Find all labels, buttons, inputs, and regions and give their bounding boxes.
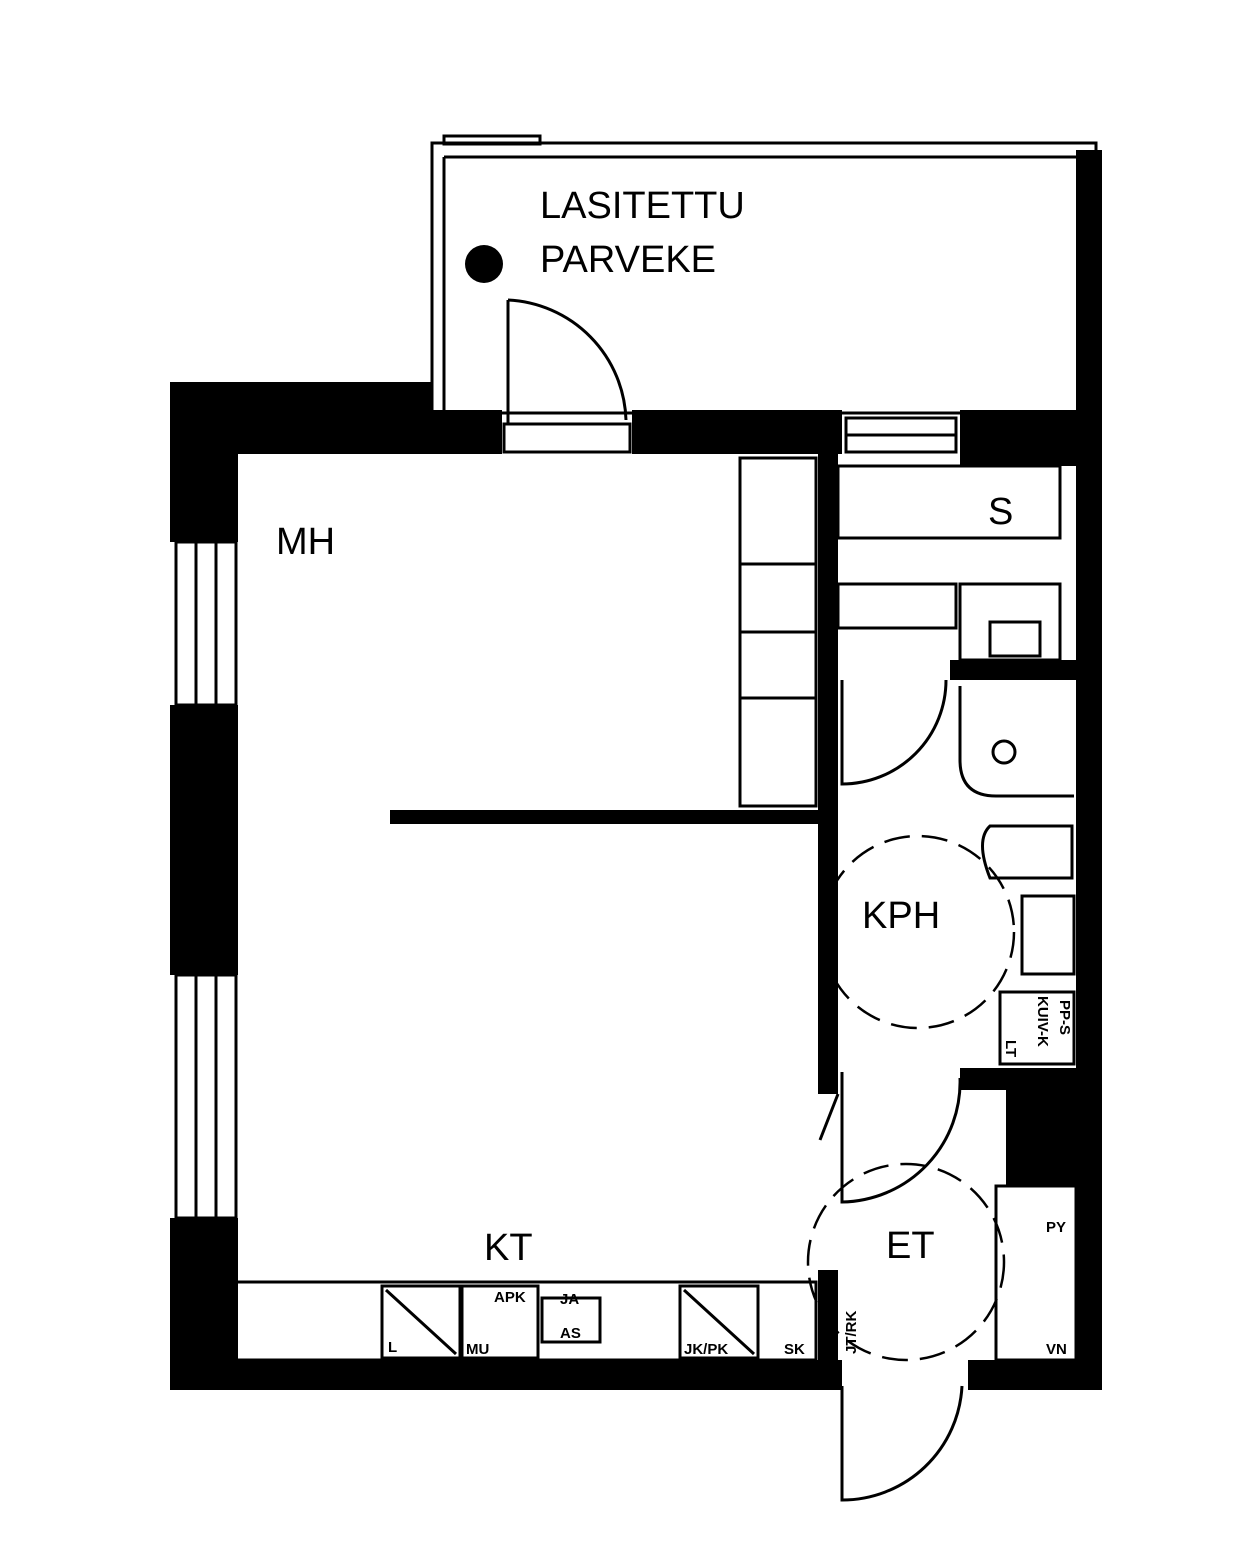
storage-label: S	[988, 491, 1013, 533]
bathroom-side-label: PP-S	[1056, 1000, 1073, 1035]
bathroom-label: KPH	[862, 895, 940, 937]
entry-label: ET	[886, 1225, 935, 1267]
dishwasher-label: APK	[494, 1289, 526, 1306]
balcony-label-line1: LASITETTU	[540, 185, 745, 227]
entry-py-label: PY	[1046, 1219, 1066, 1236]
cabinet-label: SK	[784, 1341, 805, 1358]
oven-label: MU	[466, 1341, 489, 1358]
kitchen-counter	[234, 1280, 818, 1362]
bathroom-closet-label: KUIV-K	[1034, 996, 1051, 1047]
column-dot	[465, 245, 503, 283]
balcony	[430, 134, 1102, 415]
bathroom-fixtures	[820, 686, 1076, 1066]
bedroom-label: MH	[276, 521, 335, 563]
kitchen-living-label: KT	[484, 1227, 533, 1269]
balcony-label-line2: PARVEKE	[540, 239, 716, 281]
entry-closet-label: JT/RK	[843, 1310, 860, 1354]
sink-label: AS	[560, 1325, 581, 1342]
fridge-label: L	[388, 1339, 397, 1356]
freezer-label: JK/PK	[684, 1341, 728, 1358]
windows	[174, 416, 958, 1220]
closets	[738, 456, 1062, 808]
entry-fixtures	[806, 1093, 1078, 1362]
entry-vn-label: VN	[1046, 1341, 1067, 1358]
bathroom-lt-label: LT	[1002, 1040, 1019, 1057]
stove-label: JA	[560, 1291, 579, 1308]
doors	[502, 298, 964, 1502]
walls	[170, 382, 1102, 1390]
